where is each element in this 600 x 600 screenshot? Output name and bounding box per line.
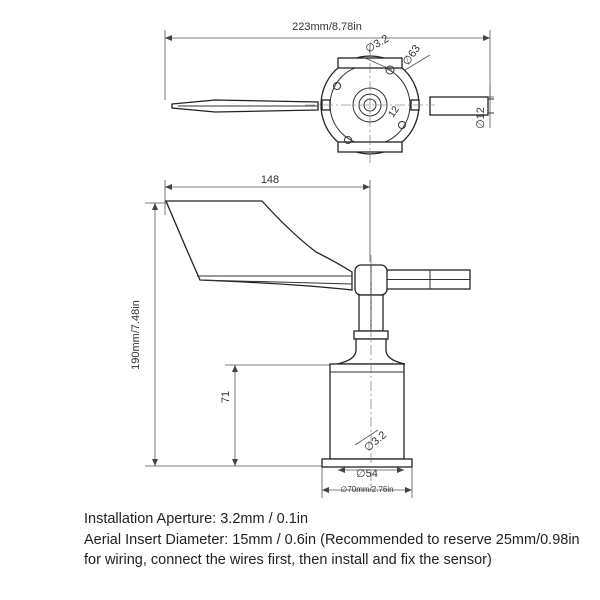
installation-aperture-note: Installation Aperture: 3.2mm / 0.1in bbox=[84, 511, 309, 527]
top-counterweight bbox=[429, 96, 489, 116]
front-base bbox=[321, 458, 413, 468]
front-housing bbox=[329, 363, 405, 460]
top-hole-diameter-label: ∅3.2 bbox=[364, 33, 392, 56]
top-bolt-circle-label: ∅63 bbox=[401, 43, 423, 68]
top-shaft-diameter-label: ∅12 bbox=[475, 107, 487, 129]
aerial-insert-note: Aerial Insert Diameter: 15mm / 0.6in (Re… bbox=[84, 531, 580, 569]
front-vane-fin bbox=[165, 200, 353, 291]
top-view: 223mm/8.78in ∅12 ∅3.2 ∅63 bbox=[164, 21, 494, 165]
front-vane-length-label: 148 bbox=[261, 174, 279, 186]
front-view: 148 190mm/7.48in 71 ∅3 bbox=[130, 174, 471, 498]
top-overall-width-label: 223mm/8.78in bbox=[292, 21, 362, 33]
front-bolt-circle-label: ∅54 bbox=[356, 468, 378, 480]
front-housing-height-label: 71 bbox=[220, 391, 232, 403]
front-total-height-label: 190mm/7.48in bbox=[130, 300, 142, 370]
installation-notes: Installation Aperture: 3.2mm / 0.1in Aer… bbox=[84, 509, 584, 571]
technical-drawing: 223mm/8.78in ∅12 ∅3.2 ∅63 bbox=[130, 21, 494, 498]
front-base-diameter-label: ∅70mm/2.76in bbox=[340, 485, 393, 494]
